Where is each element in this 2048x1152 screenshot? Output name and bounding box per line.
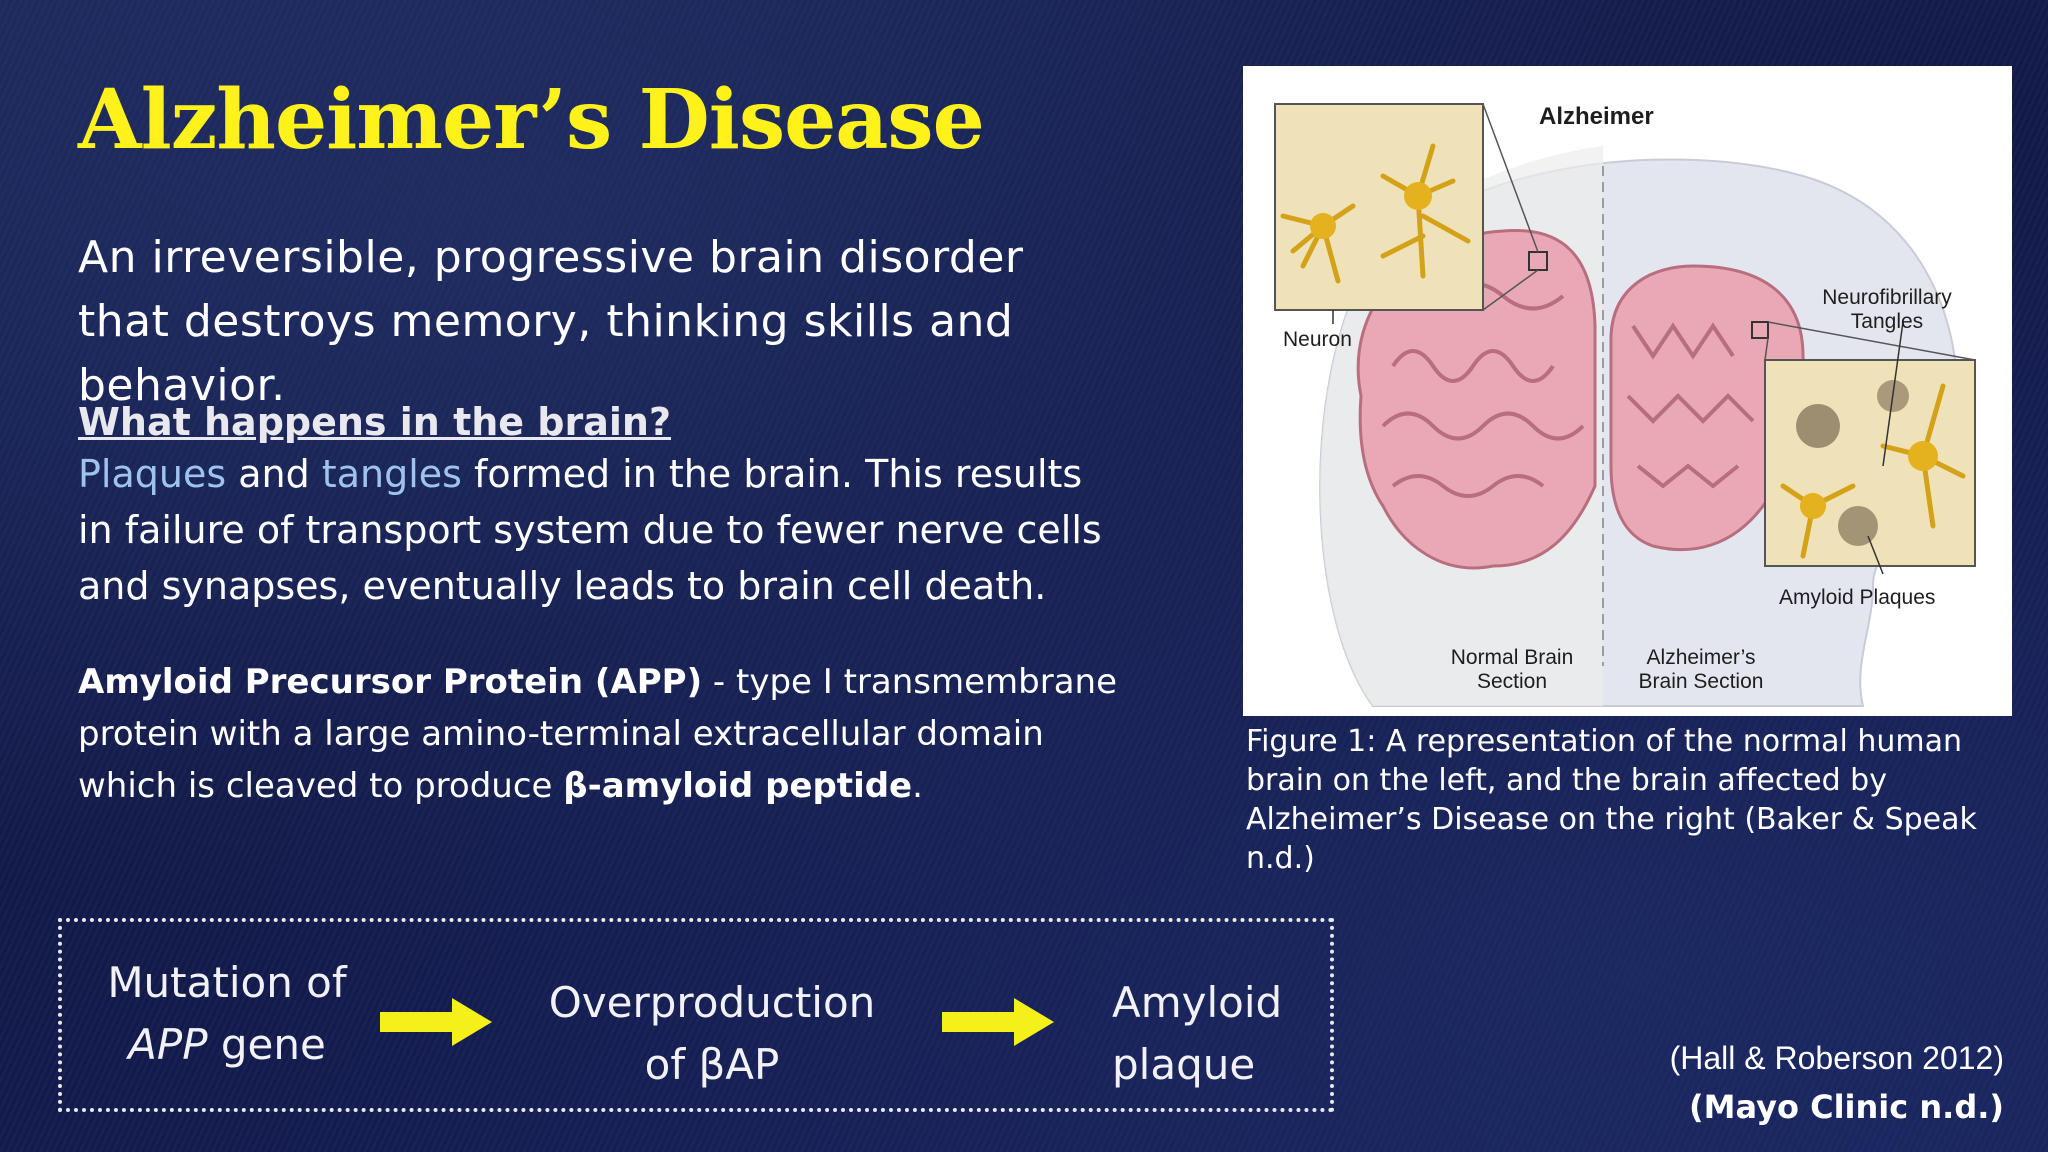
- flow-step-plaque: Amyloid plaque: [1112, 972, 1312, 1096]
- flow-step-1-line1: Mutation of: [107, 958, 347, 1007]
- intro-text: An irreversible, progressive brain disor…: [78, 232, 1024, 411]
- label-neuron: Neuron: [1283, 328, 1352, 351]
- app-end: .: [912, 766, 923, 806]
- label-tangles-2: Tangles: [1851, 310, 1923, 333]
- citation-hall-roberson: (Hall & Roberson 2012): [1669, 1040, 2004, 1076]
- label-tangles-1: Neurofibrillary: [1822, 286, 1952, 309]
- app-description: - type I transmembrane protein with a la…: [78, 662, 1118, 806]
- label-alz-1: Alzheimer’s: [1647, 646, 1756, 669]
- section-body: Plaques and tangles formed in the brain.…: [78, 446, 1118, 614]
- flow-step-mutation: Mutation of APP gene: [92, 952, 362, 1076]
- label-normal-2: Section: [1477, 670, 1547, 693]
- flow-step-3-line1: Amyloid: [1112, 978, 1283, 1027]
- citation-mayo-clinic: (Mayo Clinic n.d.): [1689, 1088, 2004, 1126]
- slide-title: Alzheimer’s Disease: [78, 72, 985, 168]
- flow-step-1-line2: APP gene: [92, 1014, 362, 1076]
- label-plaques: Amyloid Plaques: [1779, 586, 1935, 609]
- brain-illustration: Alzheimer Neuron Neurofibrillary Tangles…: [1274, 103, 1976, 707]
- figure-caption: Figure 1: A representation of the normal…: [1246, 724, 1977, 876]
- figure-title: Alzheimer: [1539, 103, 1654, 130]
- flow-step-3-line2: plaque: [1112, 1040, 1256, 1089]
- arrow-icon: [380, 998, 492, 1046]
- app-term: Amyloid Precursor Protein (APP): [78, 662, 703, 702]
- flow-step-2-line2: of βAP: [644, 1040, 780, 1089]
- app-definition: Amyloid Precursor Protein (APP) - type I…: [78, 656, 1118, 812]
- label-normal-1: Normal Brain: [1451, 646, 1574, 669]
- app-product: β-amyloid peptide: [563, 766, 913, 806]
- label-alz-2: Brain Section: [1639, 670, 1764, 693]
- brain-figure: Alzheimer Neuron Neurofibrillary Tangles…: [1243, 66, 2012, 716]
- highlight-tangles: tangles: [321, 452, 462, 496]
- flow-diagram: Mutation of APP gene Overproduction of β…: [58, 918, 1334, 1112]
- section-heading: What happens in the brain?: [78, 400, 672, 444]
- gene-text: gene: [207, 1020, 326, 1069]
- flow-step-2-line1: Overproduction: [548, 978, 876, 1027]
- section-body-text: formed in the brain. This results in fai…: [78, 452, 1102, 608]
- connector-text: and: [226, 452, 322, 496]
- app-italic: APP: [128, 1020, 208, 1069]
- flow-step-overproduction: Overproduction of βAP: [522, 972, 902, 1096]
- highlight-plaques: Plaques: [78, 452, 227, 496]
- arrow-icon: [942, 998, 1054, 1046]
